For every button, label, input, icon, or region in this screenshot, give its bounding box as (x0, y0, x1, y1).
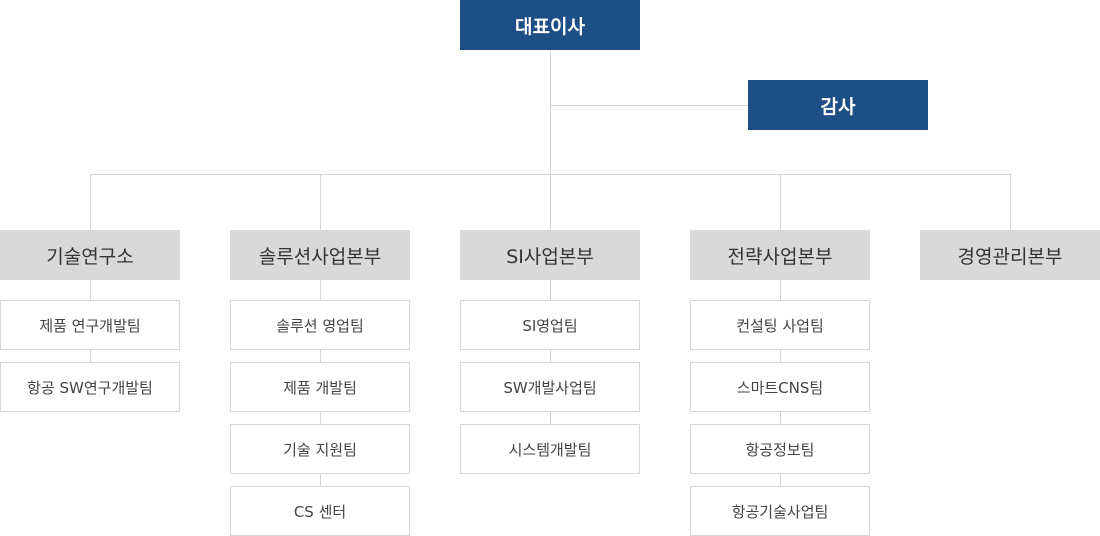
solution-division-team-1: 솔루션 영업팀 (230, 300, 410, 350)
si-division-team-line (550, 280, 551, 425)
strategy-division-team-3: 항공정보팀 (690, 424, 870, 474)
strategy-division-team-2: 스마트CNS팀 (690, 362, 870, 412)
strategy-division-team-1: 컨설팅 사업팀 (690, 300, 870, 350)
ceo-trunk-line (550, 50, 551, 174)
strategy-division-drop-line (780, 174, 781, 230)
si-division-box: SI사업본부 (460, 230, 640, 280)
management-division-box: 경영관리본부 (920, 230, 1100, 280)
auditor-connector-line (550, 105, 748, 106)
si-division-team-3: 시스템개발팀 (460, 424, 640, 474)
strategy-division-team-4: 항공기술사업팀 (690, 486, 870, 536)
solution-division-team-2: 제품 개발팀 (230, 362, 410, 412)
strategy-division-box: 전략사업본부 (690, 230, 870, 280)
si-division-team-1: SI영업팀 (460, 300, 640, 350)
solution-division-box: 솔루션사업본부 (230, 230, 410, 280)
research-lab-team-2: 항공 SW연구개발팀 (0, 362, 180, 412)
research-lab-team-1: 제품 연구개발팀 (0, 300, 180, 350)
solution-division-team-4: CS 센터 (230, 486, 410, 536)
ceo-box: 대표이사 (460, 0, 640, 50)
auditor-box: 감사 (748, 80, 928, 130)
solution-division-drop-line (320, 174, 321, 230)
research-lab-drop-line (90, 174, 91, 230)
solution-division-team-3: 기술 지원팀 (230, 424, 410, 474)
si-division-team-2: SW개발사업팀 (460, 362, 640, 412)
research-lab-box: 기술연구소 (0, 230, 180, 280)
si-division-drop-line (550, 174, 551, 230)
management-division-drop-line (1010, 174, 1011, 230)
